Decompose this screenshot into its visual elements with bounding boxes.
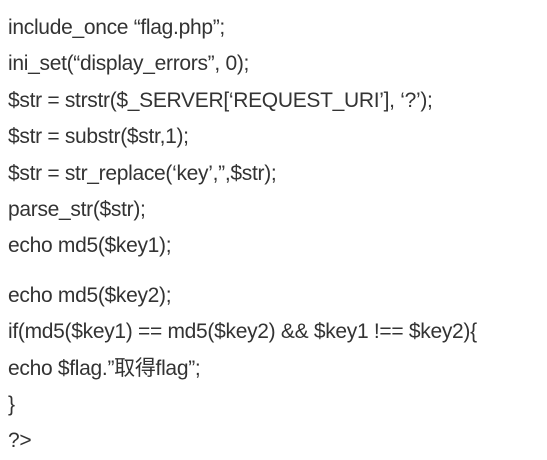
code-line: parse_str($str); bbox=[8, 197, 146, 221]
code-line: include_once “flag.php”; bbox=[8, 16, 225, 39]
code-line: } bbox=[8, 392, 15, 416]
code-line: $str = str_replace(‘key’,”,$str); bbox=[8, 161, 277, 185]
code-line: ini_set(“display_errors”, 0); bbox=[8, 52, 250, 76]
paragraph-gap bbox=[8, 265, 543, 278]
code-block: include_once “flag.php”; ini_set(“displa… bbox=[8, 10, 543, 460]
code-line: if(md5($key1) == md5($key2) && $key1 !==… bbox=[8, 320, 477, 344]
code-line: echo md5($key1); bbox=[8, 234, 172, 258]
code-line: ?> bbox=[8, 429, 32, 453]
code-line: $str = strstr($_SERVER[‘REQUEST_URI’], ‘… bbox=[8, 88, 433, 112]
code-line: echo md5($key2); bbox=[8, 283, 172, 307]
code-line: echo $flag.”取得flag”; bbox=[8, 356, 201, 380]
code-line: $str = substr($str,1); bbox=[8, 125, 189, 149]
